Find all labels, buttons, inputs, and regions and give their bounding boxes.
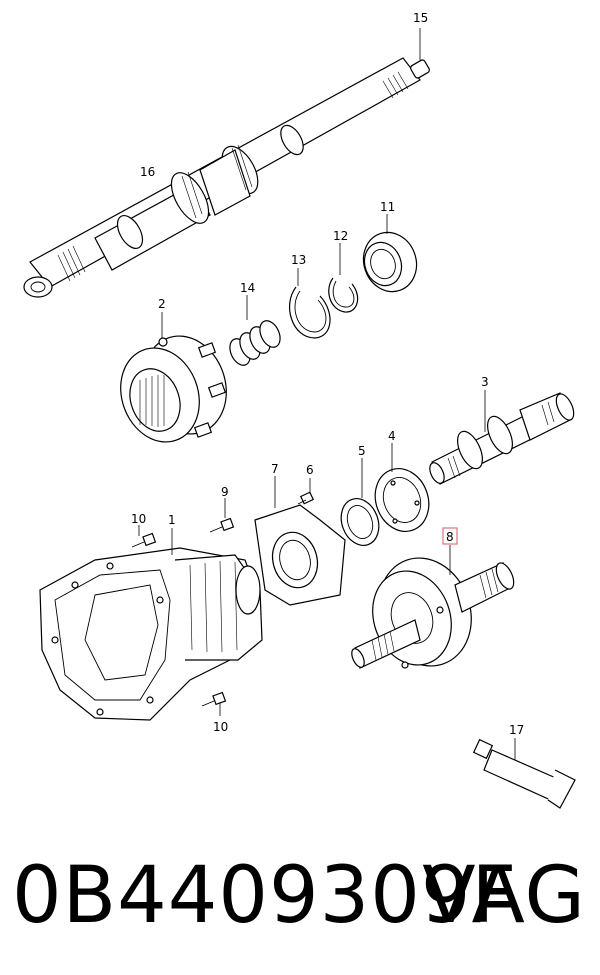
callout-12: 12 bbox=[333, 229, 348, 243]
callout-8: 8 bbox=[446, 530, 454, 544]
callout-10-bottom: 10 bbox=[213, 720, 228, 734]
part-17-grease-tube bbox=[472, 738, 576, 809]
callout-10-top: 10 bbox=[131, 512, 146, 526]
part-4-thrust-plate bbox=[374, 443, 430, 532]
part-9-screw bbox=[209, 498, 235, 533]
part-11-ball-bearing bbox=[362, 214, 418, 293]
brand-text: VAG bbox=[422, 851, 586, 941]
callout-15: 15 bbox=[413, 11, 428, 25]
part-16-shaft bbox=[23, 57, 421, 298]
callout-9: 9 bbox=[221, 485, 229, 499]
callout-13: 13 bbox=[291, 253, 306, 267]
callout-4: 4 bbox=[388, 429, 396, 443]
part-12-circlip bbox=[328, 243, 359, 313]
part-7-bracket bbox=[254, 476, 346, 606]
part-10-screw-bottom bbox=[201, 691, 227, 716]
part-6-bolt bbox=[297, 478, 315, 505]
part-2-coupling-hub bbox=[120, 312, 227, 443]
callout-5: 5 bbox=[358, 444, 366, 458]
part-14-spring bbox=[229, 295, 281, 366]
callout-17: 17 bbox=[509, 723, 524, 737]
part-1-housing bbox=[39, 528, 263, 721]
callout-1: 1 bbox=[168, 513, 176, 527]
callout-2: 2 bbox=[158, 297, 166, 311]
part-number-text: 0B4409309F bbox=[12, 851, 518, 941]
part-3-output-shaft bbox=[429, 390, 575, 485]
callout-7: 7 bbox=[271, 462, 279, 476]
part-8-drive-flange bbox=[351, 527, 515, 669]
part-15-bearing bbox=[410, 28, 430, 79]
part-8-highlight-box bbox=[442, 527, 458, 545]
part-5-seal-ring bbox=[340, 458, 380, 546]
footer: 0B4409309F VAG bbox=[0, 845, 600, 965]
callout-16: 16 bbox=[140, 165, 155, 179]
callout-6: 6 bbox=[306, 463, 314, 477]
callout-11: 11 bbox=[380, 200, 395, 214]
part-10-screw-top bbox=[131, 525, 157, 548]
part-13-snap-ring bbox=[288, 268, 331, 339]
callout-14: 14 bbox=[240, 281, 255, 295]
exploded-parts-diagram: 15 16 11 12 13 14 2 3 4 5 6 7 9 10 1 8 1… bbox=[23, 11, 576, 809]
callout-3: 3 bbox=[481, 375, 489, 389]
